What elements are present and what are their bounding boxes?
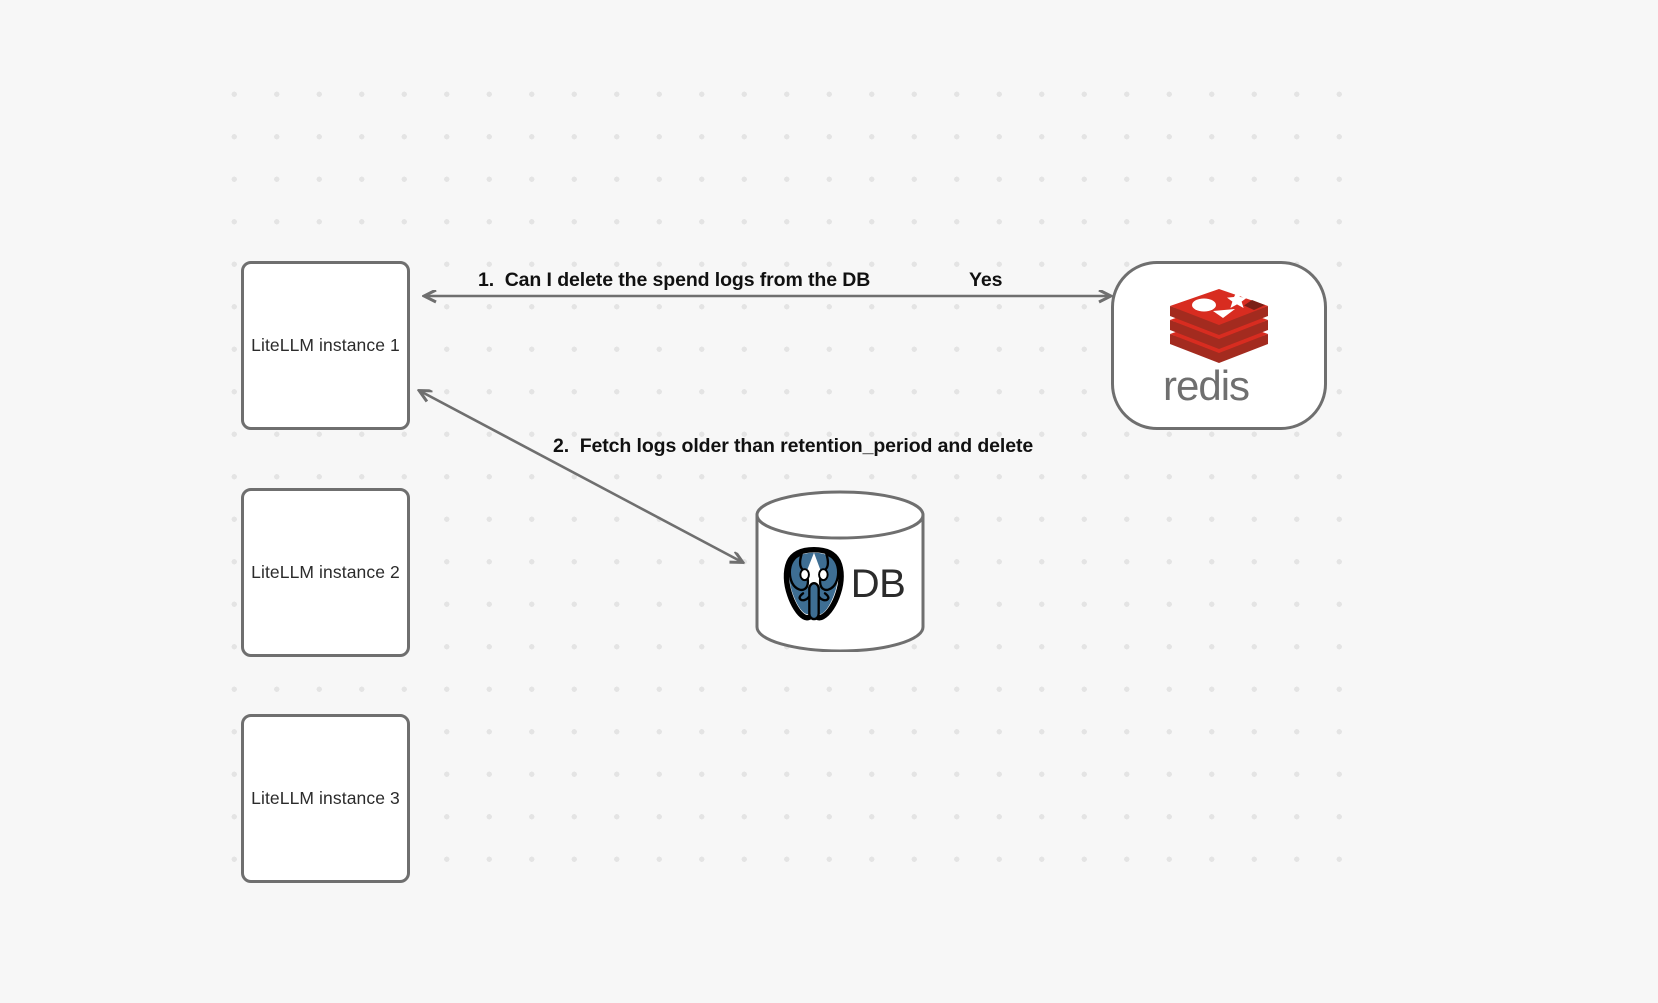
db-content: DB — [754, 490, 926, 652]
node-litellm-instance-1[interactable]: LiteLLM instance 1 — [241, 261, 410, 430]
redis-wordmark-icon: redis — [1163, 362, 1250, 409]
node-label: LiteLLM instance 3 — [251, 788, 400, 808]
db-label: DB — [850, 561, 906, 606]
edge-label-fetch-logs: 2. Fetch logs older than retention_perio… — [553, 435, 1034, 457]
edge-llm1-db — [420, 391, 742, 562]
node-database[interactable]: DB — [754, 490, 926, 652]
edge-label-can-i-delete: 1. Can I delete the spend logs from the … — [478, 269, 871, 291]
node-label: LiteLLM instance 1 — [251, 335, 400, 355]
postgresql-elephant-icon — [783, 546, 844, 621]
redis-wordmark: redis — [1163, 362, 1275, 413]
node-label: LiteLLM instance 2 — [251, 562, 400, 582]
redis-logo-icon — [1170, 288, 1268, 363]
svg-text:redis: redis — [1163, 367, 1249, 409]
redis-logo-wrap: redis — [1163, 281, 1275, 413]
node-redis[interactable]: redis — [1111, 261, 1327, 430]
node-litellm-instance-2[interactable]: LiteLLM instance 2 — [241, 488, 410, 657]
edge-label-yes: Yes — [969, 269, 1003, 291]
node-litellm-instance-3[interactable]: LiteLLM instance 3 — [241, 714, 410, 883]
